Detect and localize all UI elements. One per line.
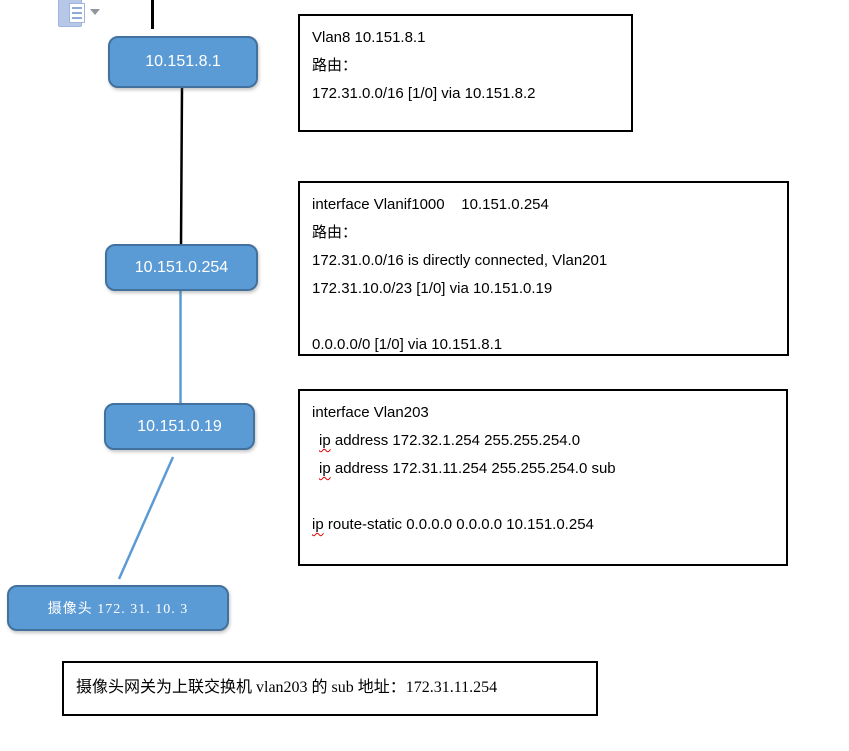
node-label: 10.151.0.254 bbox=[134, 258, 229, 276]
textbox-line-rest: route-static 0.0.0.0 0.0.0.0 10.151.0.25… bbox=[323, 516, 594, 533]
misspelled-word: ip bbox=[312, 516, 324, 533]
node-router-10-151-8-1[interactable]: 10.151.8.1 bbox=[108, 36, 258, 88]
textbox-line: 172.31.0.0/16 is directly connected, Vla… bbox=[312, 252, 608, 269]
page-icon bbox=[69, 3, 85, 23]
textbox-line: ip address 172.31.11.254 255.255.254.0 s… bbox=[312, 455, 774, 483]
textbox-line: Vlan8 10.151.8.1 bbox=[312, 29, 426, 46]
clipboard-paste-icon bbox=[58, 0, 85, 27]
textbox-line: 172.31.10.0/23 [1/0] via 10.151.0.19 bbox=[312, 280, 553, 297]
note-text: 摄像头网关为上联交换机 vlan203 的 sub 地址：172.31.11.2… bbox=[76, 679, 498, 696]
node-label: 摄像头 172. 31. 10. 3 bbox=[47, 602, 189, 617]
textbox-line: 0.0.0.0/0 [1/0] via 10.151.8.1 bbox=[312, 336, 503, 353]
textbox-line bbox=[312, 303, 775, 331]
textbox-vlanif1000-routes[interactable]: interface Vlanif1000 10.151.0.254 路由： 17… bbox=[298, 181, 789, 356]
connector-access-camera bbox=[117, 456, 175, 580]
textbox-line-rest: address 172.32.1.254 255.255.254.0 bbox=[330, 432, 581, 449]
textbox-line: 172.31.0.0/16 [1/0] via 10.151.8.2 bbox=[312, 85, 536, 102]
misspelled-word: ip bbox=[319, 432, 331, 449]
textbox-line: interface Vlanif1000 10.151.0.254 bbox=[312, 196, 549, 213]
textbox-vlan8-routes[interactable]: Vlan8 10.151.8.1 路由： 172.31.0.0/16 [1/0]… bbox=[298, 14, 633, 132]
textbox-line: ip address 172.32.1.254 255.255.254.0 bbox=[312, 427, 774, 455]
node-label: 10.151.8.1 bbox=[145, 53, 221, 70]
node-access-switch-10-151-0-19[interactable]: 10.151.0.19 bbox=[104, 403, 255, 450]
textbox-line: ip route-static 0.0.0.0 0.0.0.0 10.151.0… bbox=[312, 511, 774, 539]
connector-router-core bbox=[179, 86, 184, 246]
textbox-vlan203-config[interactable]: interface Vlan203 ip address 172.32.1.25… bbox=[298, 389, 788, 566]
misspelled-word: ip bbox=[319, 460, 331, 477]
textbox-line bbox=[312, 483, 774, 511]
textbox-line: interface Vlan203 bbox=[312, 404, 429, 421]
paste-options-button[interactable] bbox=[56, 0, 104, 29]
node-core-switch-10-151-0-254[interactable]: 10.151.0.254 bbox=[105, 244, 258, 291]
textbox-line: 路由： bbox=[312, 225, 358, 241]
textbox-line-rest: address 172.31.11.254 255.255.254.0 sub bbox=[330, 460, 616, 477]
node-label: 10.151.0.19 bbox=[137, 417, 222, 435]
textbox-camera-gateway-note[interactable]: 摄像头网关为上联交换机 vlan203 的 sub 地址：172.31.11.2… bbox=[62, 661, 598, 716]
textbox-line: 路由： bbox=[312, 58, 358, 74]
node-camera-172-31-10-3[interactable]: 摄像头 172. 31. 10. 3 bbox=[7, 585, 229, 631]
chevron-down-icon bbox=[90, 9, 100, 15]
